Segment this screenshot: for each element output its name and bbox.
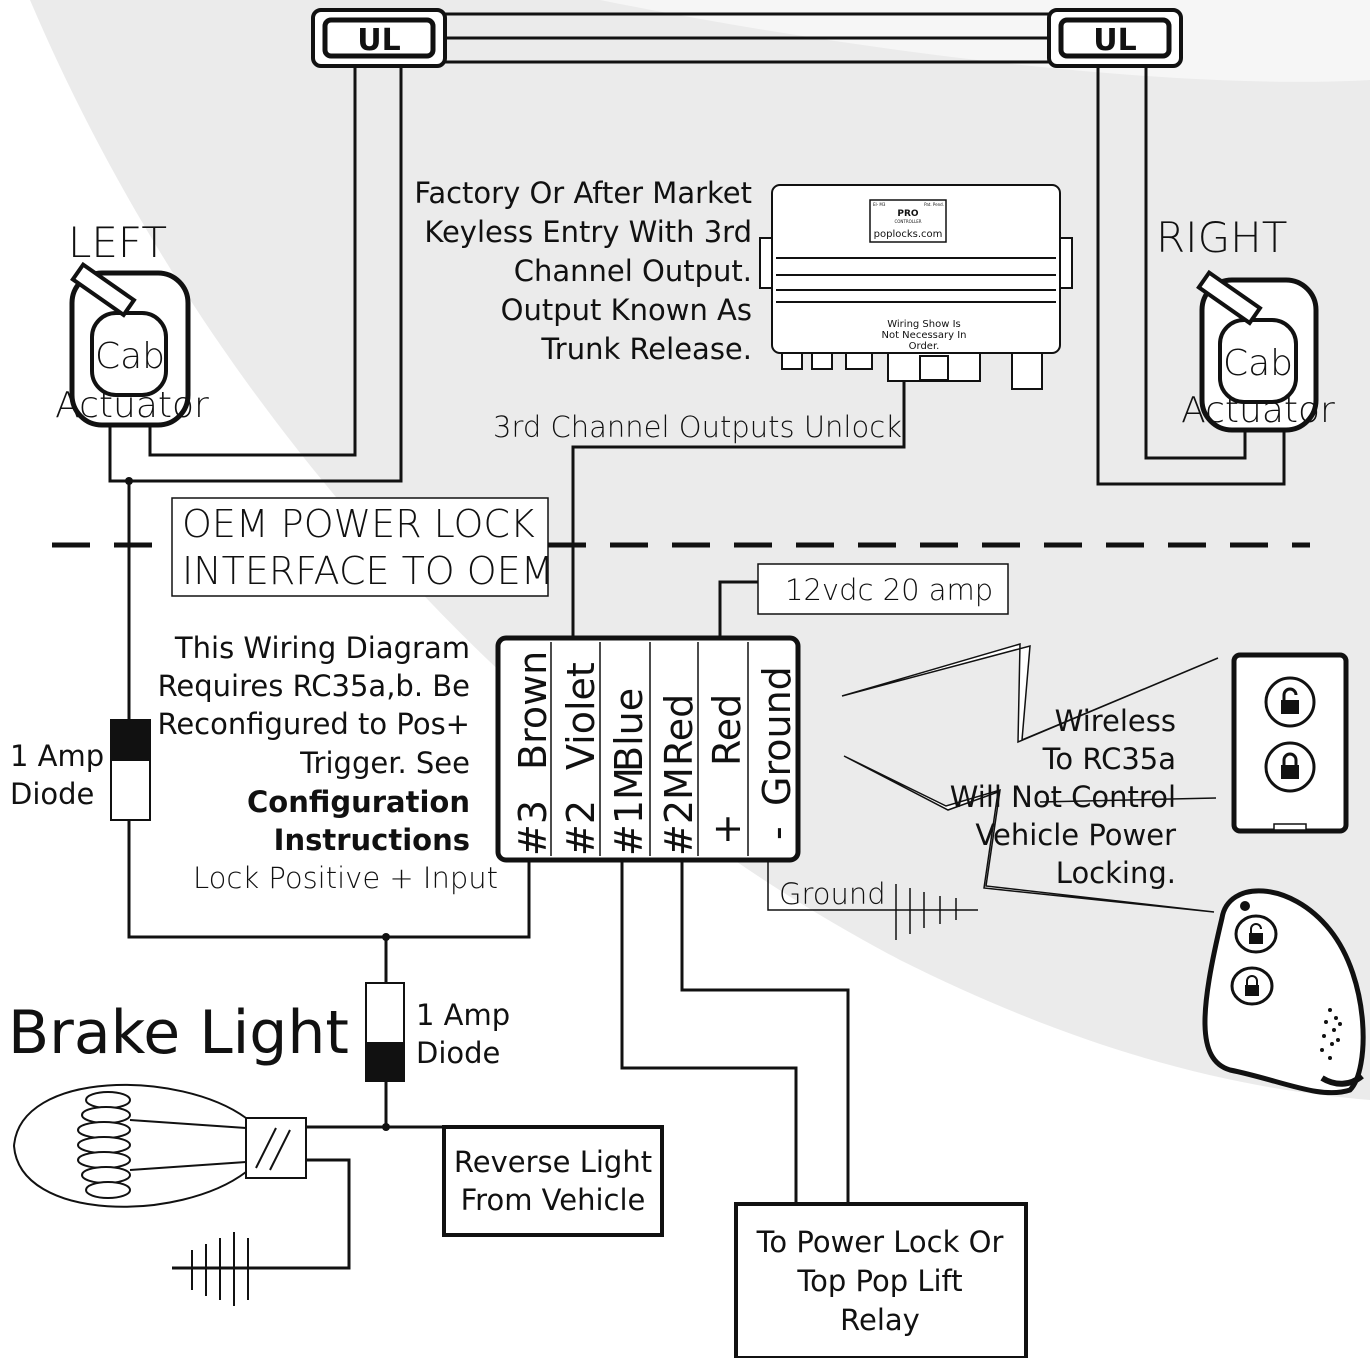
relay-box-line3: Relay: [840, 1303, 920, 1337]
right-actuator-line1: Cab: [1223, 343, 1293, 384]
keyless-note-line: Output Known As: [501, 293, 752, 327]
keyless-note-line: Trunk Release.: [540, 332, 752, 366]
keyless-controller-module: PRO CONTROLLER poplocks.com EI- M3 Pat. …: [759, 184, 1073, 390]
wireless-note-line: To RC35a: [1042, 742, 1176, 776]
ul-right-label: UL: [1093, 23, 1136, 58]
bottom-diode-label-line1: 1 Amp: [416, 998, 510, 1032]
power-label: 12vdc 20 amp: [785, 573, 993, 607]
right-cab-actuator-icon: Cab Actuator: [1181, 269, 1335, 433]
left-diode-icon: [110, 719, 151, 821]
relay-box-line2: Top Pop Lift: [796, 1264, 962, 1298]
top-bar: [445, 12, 1049, 64]
terminal-number: #2: [559, 800, 603, 856]
junction-dot: [382, 933, 390, 941]
keyless-note-line: Channel Output.: [514, 254, 752, 288]
junction-dot: [382, 1123, 390, 1131]
controller-brand: PRO: [897, 209, 919, 219]
wireless-note-line: Vehicle Power: [975, 818, 1176, 852]
left-diode-wire: [127, 481, 531, 939]
controller-wiring-note: Wiring Show Is: [887, 319, 961, 330]
ul-connector-right: UL: [1047, 8, 1183, 68]
oem-interface-box: OEM POWER LOCK INTERFACE TO OEM: [171, 497, 553, 597]
controller-corner-left: EI- M3: [873, 202, 886, 207]
reverse-light-box: Reverse Light From Vehicle: [442, 1125, 664, 1237]
terminal-ground-wire: [767, 860, 978, 911]
config-note-line: Trigger. See: [299, 746, 470, 780]
reverse-box-line1: Reverse Light: [454, 1145, 652, 1179]
terminal-color: Red: [705, 694, 749, 766]
wireless-note: Wireless To RC35a Will Not Control Vehic…: [950, 704, 1176, 890]
terminal-number: #1M: [607, 767, 651, 856]
controller-brand-sub: CONTROLLER: [894, 219, 921, 224]
bottom-diode-label-line2: Diode: [416, 1036, 500, 1070]
terminal-number: -: [755, 826, 799, 840]
controller-site: poplocks.com: [874, 229, 943, 240]
left-diode-label-line1: 1 Amp: [10, 739, 104, 773]
controller-wiring-note: Not Necessary In: [881, 330, 966, 341]
bottom-diode-wire: [306, 937, 444, 1129]
brake-light-bulb-icon: [12, 1083, 307, 1208]
terminal-number: #3: [511, 800, 555, 856]
power-label-box: [757, 563, 1009, 615]
wireless-signal-icon: [841, 642, 1219, 913]
config-note-line: Reconfigured to Pos+: [157, 707, 470, 741]
right-actuator-line2: Actuator: [1181, 390, 1335, 431]
left-actuator-line1: Cab: [95, 336, 165, 377]
wireless-note-line: Locking.: [1056, 856, 1176, 890]
keyless-note-line: Factory Or After Market: [414, 176, 752, 210]
terminal-number: #2M: [657, 767, 701, 856]
oem-box-line2: INTERFACE TO OEM: [182, 549, 553, 593]
brake-ground-wire: [172, 1158, 351, 1270]
config-note-bold-line: Instructions: [274, 823, 470, 857]
wireless-note-line: Will Not Control: [950, 780, 1176, 814]
left-diode-label-line2: Diode: [10, 777, 94, 811]
oem-box-line1: OEM POWER LOCK: [182, 502, 535, 546]
left-cab-actuator-icon: Cab Actuator: [55, 261, 209, 428]
controller-corner-right: Pat. Pend.: [924, 202, 944, 207]
terminal-color: Violet: [559, 662, 603, 770]
relay-box-line1: To Power Lock Or: [756, 1225, 1004, 1259]
bottom-diode-icon: [365, 982, 405, 1082]
ul-connector-left: UL: [311, 8, 447, 68]
keyless-entry-note: Factory Or After Market Keyless Entry Wi…: [414, 176, 752, 366]
wireless-note-line: Wireless: [1055, 704, 1176, 738]
key-fob-icon: [1202, 888, 1366, 1096]
brake-light-label: Brake Light: [8, 998, 349, 1068]
config-note-line: Requires RC35a,b. Be: [158, 669, 470, 703]
terminal-number: +: [705, 813, 749, 845]
right-side-label: RIGHT: [1156, 213, 1287, 262]
power-wire: [718, 580, 758, 638]
config-note-line: This Wiring Diagram: [174, 631, 470, 665]
junction-dot: [125, 477, 133, 485]
third-channel-label: 3rd Channel Outputs Unlock: [493, 410, 902, 444]
config-note: This Wiring Diagram Requires RC35a,b. Be…: [157, 631, 498, 895]
brake-ground-icon: [191, 1232, 249, 1306]
keyless-note-line: Keyless Entry With 3rd: [424, 215, 752, 249]
left-actuator-line2: Actuator: [55, 385, 209, 426]
terminal-color: Blue: [607, 688, 651, 772]
right-actuator-wires: [1096, 66, 1286, 486]
terminal-color: Brown: [511, 651, 555, 770]
left-actuator-wires: [108, 66, 403, 483]
controller-wiring-note: Order.: [909, 341, 940, 352]
relay-box: To Power Lock Or Top Pop Lift Relay: [734, 1202, 1028, 1358]
relay-wires: [620, 860, 850, 1204]
config-note-footer: Lock Positive + Input: [193, 861, 498, 895]
config-note-bold-line: Configuration: [247, 785, 470, 819]
ul-left-label: UL: [357, 23, 400, 58]
wall-remote-icon: [1231, 652, 1349, 834]
left-side-label: LEFT: [68, 218, 167, 267]
terminal-ground-icon: [895, 884, 957, 940]
terminal-color: Ground: [755, 666, 799, 806]
ground-label: Ground: [779, 877, 886, 911]
terminal-color: Red: [657, 694, 701, 766]
terminal-block: #3 Brown #2 Violet #1M Blue #2M Red + Re…: [495, 635, 801, 863]
reverse-box-line2: From Vehicle: [461, 1183, 646, 1217]
